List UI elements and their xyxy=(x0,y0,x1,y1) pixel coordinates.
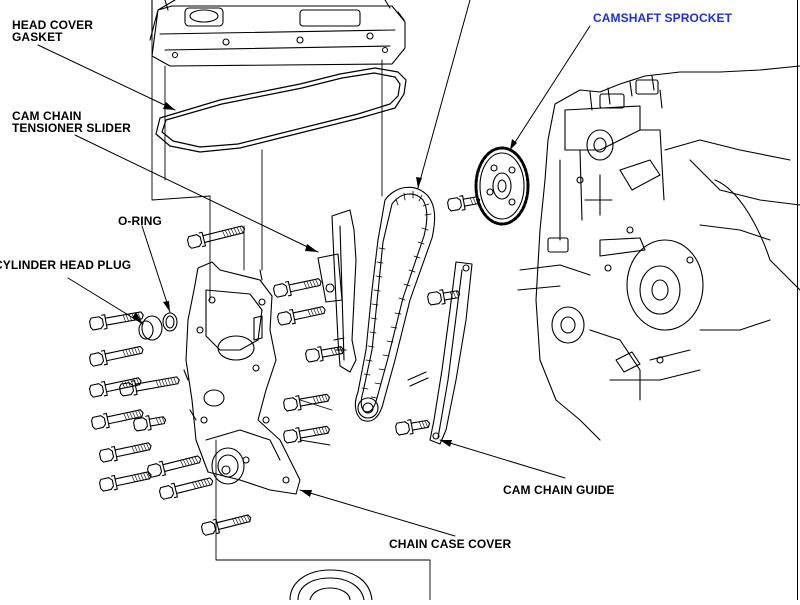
label-chain-case-cover: CHAIN CASE COVER xyxy=(389,537,512,551)
camshaft-sprocket-illustration xyxy=(474,146,530,226)
head-cover-gasket-illustration xyxy=(155,67,407,153)
cam-chain-illustration xyxy=(354,186,436,422)
head-cover-illustration xyxy=(149,0,406,67)
bolt xyxy=(186,225,246,249)
bolt xyxy=(395,419,431,436)
right-frame-edge xyxy=(797,0,798,600)
leader-lines xyxy=(37,0,591,537)
bolt xyxy=(89,311,144,331)
engine-block-illustration xyxy=(517,65,800,441)
bolt xyxy=(99,442,152,463)
woodruff-key-illustration xyxy=(407,371,429,387)
o-ring-illustration xyxy=(162,312,178,332)
cylinder-head-plug-illustration xyxy=(138,315,163,341)
label-camshaft-sprocket: CAMSHAFT SPROCKET xyxy=(593,11,733,25)
bolt xyxy=(91,409,144,430)
bolt xyxy=(273,278,322,298)
bolt xyxy=(89,345,144,367)
crank-pulley-illustration xyxy=(289,569,373,601)
bolt xyxy=(119,376,180,397)
bolt xyxy=(133,415,167,432)
label-cylinder-head-plug: CYLINDER HEAD PLUG xyxy=(0,258,132,272)
bolt xyxy=(427,289,461,306)
bolt xyxy=(305,346,345,363)
label-cam-chain-tensioner-slider: CAM CHAIN TENSIONER SLIDER xyxy=(12,109,131,135)
bolt-group xyxy=(89,195,481,536)
cam-chain-guide-illustration xyxy=(429,261,473,445)
label-o-ring: O-RING xyxy=(118,214,162,228)
leader-arrowheads xyxy=(132,102,517,497)
bolt xyxy=(283,393,330,412)
bolt xyxy=(146,455,202,478)
bolt xyxy=(200,514,252,536)
bolt xyxy=(277,306,326,326)
bolt xyxy=(99,471,152,492)
label-cam-chain-guide: CAM CHAIN GUIDE xyxy=(503,483,615,497)
guide-lines xyxy=(151,39,431,601)
bolt xyxy=(447,195,481,212)
label-head-cover-gasket: HEAD COVER GASKET xyxy=(12,18,94,44)
bolt xyxy=(283,425,330,444)
chain-case-cover-illustration xyxy=(183,261,301,495)
bolt xyxy=(158,477,214,500)
